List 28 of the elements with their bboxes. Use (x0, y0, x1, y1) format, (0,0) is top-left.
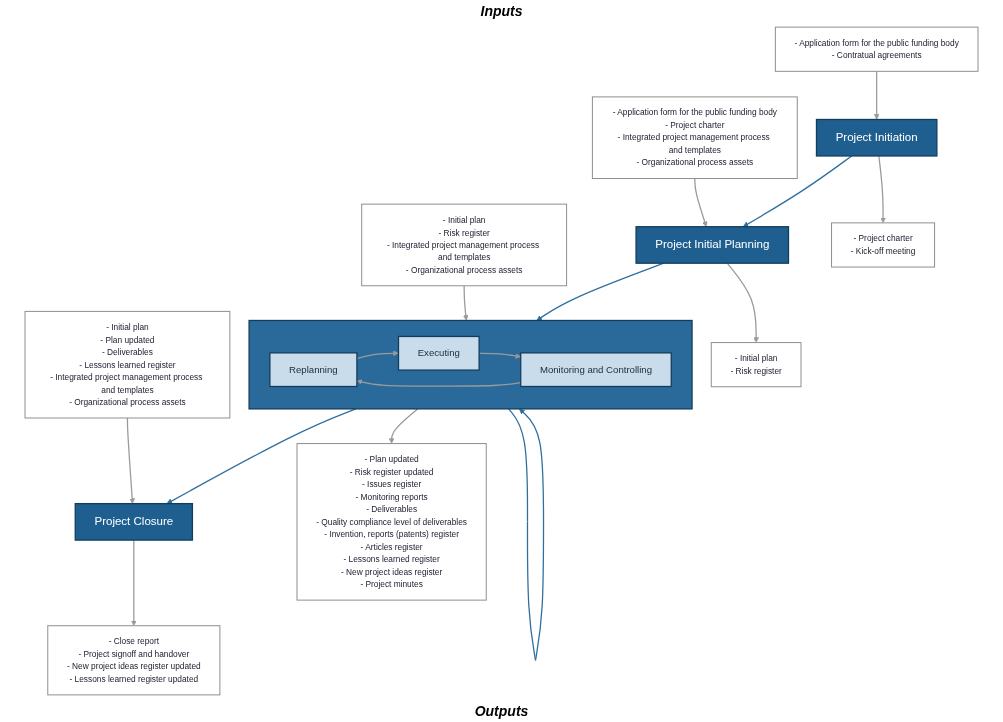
arrow (873, 70, 880, 120)
arrow (131, 539, 137, 626)
arrow (726, 262, 759, 343)
node-box: - Initial plan - Risk register (710, 342, 802, 388)
arrow (356, 350, 399, 360)
node-box: Project Closure (74, 502, 194, 541)
arrow (463, 285, 469, 321)
node-box: - Plan updated - Risk register updated - Issues register - Monitoring reports - Deliverables - Quality compliance level of deliverables - Invention, reports (patents) register - Articles register - Lessons learned register - New project ideas register - Project minutes (296, 443, 487, 601)
arrow (508, 408, 545, 661)
node-box: - Initial plan - Risk register - Integrated project management process and templates - Organizational process assets (361, 203, 568, 287)
arrow (388, 408, 419, 444)
cluster (248, 319, 693, 410)
node-box: Monitoring and Controlling (520, 352, 672, 388)
arrow (694, 177, 708, 227)
arrow (878, 155, 886, 224)
node-box: Replanning (269, 352, 358, 388)
arrow (126, 417, 135, 504)
section-heading: Inputs (480, 3, 523, 19)
node-box: Project Initial Planning (635, 226, 790, 264)
node-box: - Project charter - Kick-off meeting (831, 222, 936, 268)
node-box: - Close report - Project signoff and handover - New project ideas register updated - Lessons learned register updated (47, 625, 221, 696)
section-heading: Outputs (474, 703, 529, 719)
node-box: - Application form for the public funding body - Contratual agreements (774, 26, 979, 72)
arrow (742, 155, 853, 227)
node-box: - Initial plan - Plan updated - Deliverables - Lessons learned register - Integrated project management process and templates - Organizational process assets (24, 310, 231, 419)
node-box: Executing (397, 335, 480, 371)
node-box: - Application form for the public funding body - Project charter - Integrated project management process and templates - Organizational process assets (591, 96, 798, 179)
node-box: Project Initiation (815, 118, 938, 157)
